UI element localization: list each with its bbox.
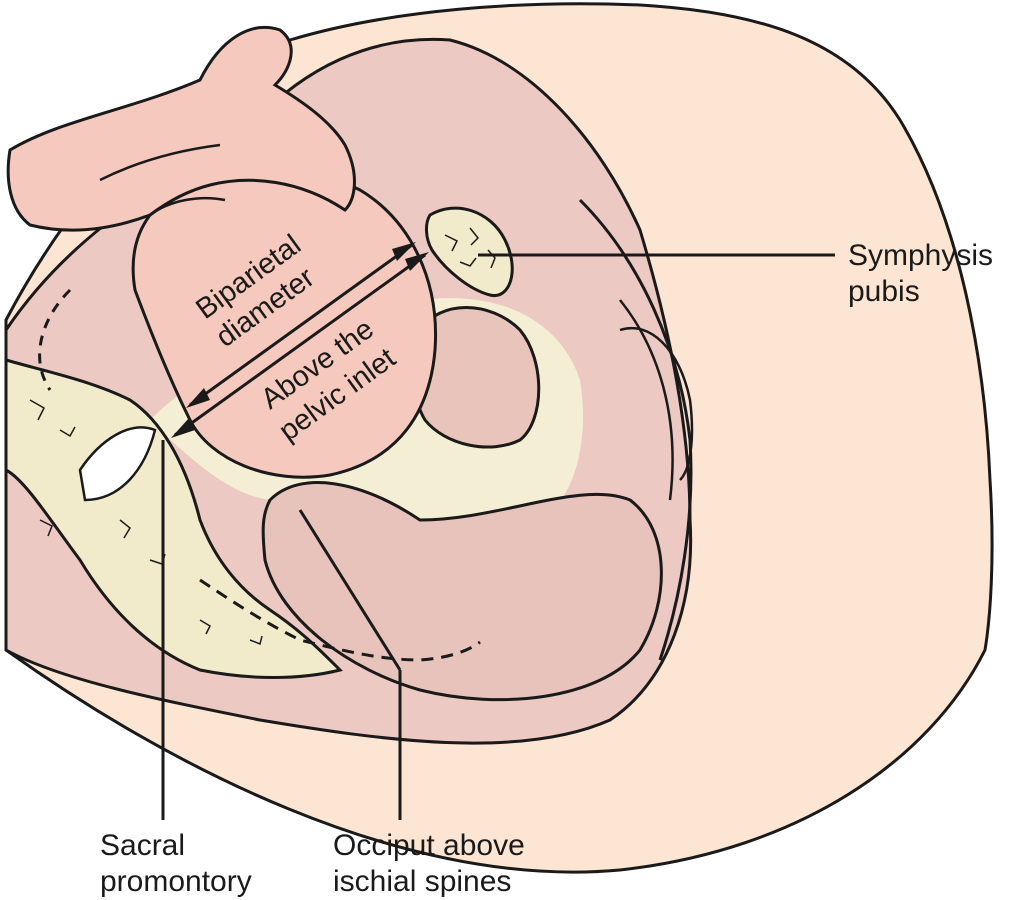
biparietal-arrow: [189, 243, 413, 407]
occiput-line-1: Occiput above: [333, 829, 525, 862]
vertebra-gap: [78, 426, 157, 502]
fetal-arm: [6, 25, 356, 232]
symphysis-pubis-bone: [425, 206, 514, 297]
occiput-label: Occiput above ischial spines: [333, 828, 525, 900]
symphysis-line-2: pubis: [848, 275, 920, 308]
vulva-fold: [619, 326, 694, 481]
sacral-line-2: promontory: [100, 865, 252, 898]
occiput-line-2: ischial spines: [333, 865, 512, 898]
sacral-line-1: Sacral: [100, 829, 186, 862]
rectum: [261, 481, 663, 702]
fetal-back-dashed: [38, 288, 72, 391]
pelvic-inlet-arrow: [174, 253, 426, 437]
symphysis-pubis-label: Symphysis pubis: [848, 238, 993, 310]
symphysis-line-1: Symphysis: [848, 239, 994, 272]
sacral-promontory-label: Sacral promontory: [100, 828, 252, 900]
anterior-fold-2: [619, 299, 674, 501]
coccyx: [199, 578, 481, 662]
anterior-fold: [578, 198, 693, 661]
occiput-leader-1: [298, 509, 402, 671]
